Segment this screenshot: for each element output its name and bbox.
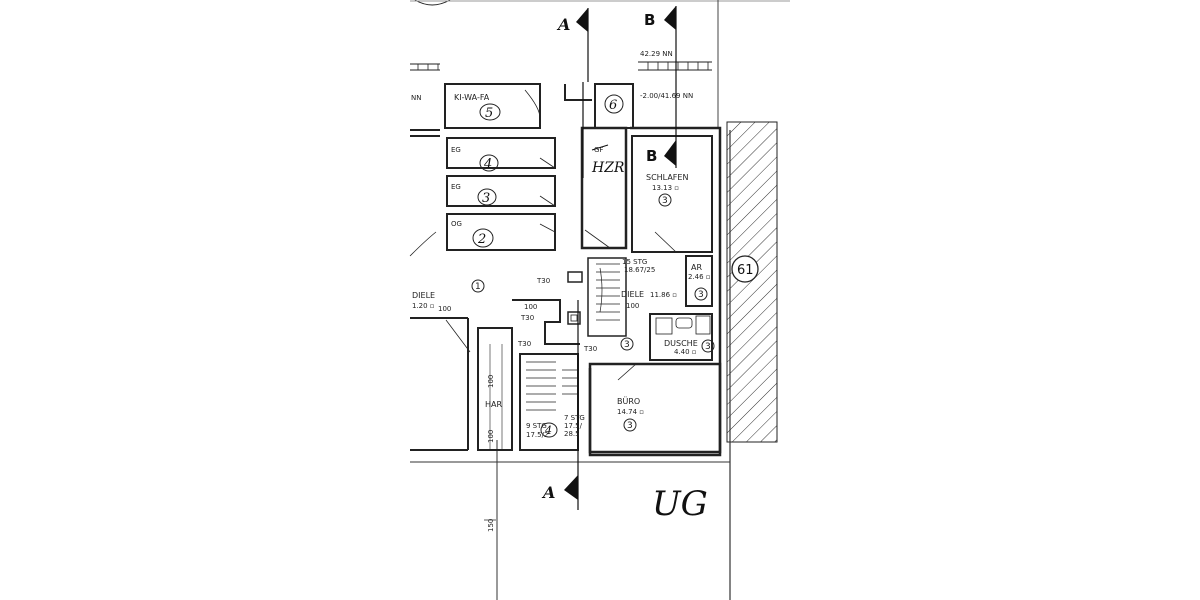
room-schlafen-name: SCHLAFEN <box>646 173 688 182</box>
circled-number-eg1: 4 <box>483 157 492 172</box>
room-buero-name: BÜRO <box>617 396 640 406</box>
circled-number-og: 2 <box>477 232 486 247</box>
room-og: OG <box>451 220 462 228</box>
stair-left-value: 17.5/2 <box>526 431 548 439</box>
room-diele-area: 11.86 ▫ <box>650 291 677 299</box>
door-t30-4: T30 <box>583 345 597 353</box>
section-line-b <box>664 6 677 168</box>
stair-value: 18.67/25 <box>624 266 655 274</box>
dim-100-c: 100 <box>438 305 451 313</box>
circled-number-buero: 3 <box>627 421 633 431</box>
circled-number-diele-left: 1 <box>475 282 481 292</box>
room-hzr-struck: GF <box>594 146 603 154</box>
site-boundary <box>410 130 731 600</box>
room-eg-2: EG <box>451 183 461 191</box>
section-line-a <box>564 8 589 510</box>
room-diele-name: DIELE <box>621 290 644 299</box>
section-label-b-top: B <box>644 11 655 29</box>
door-t30-2: T30 <box>520 314 534 322</box>
door-t30-3: T30 <box>517 340 531 348</box>
circled-number-ar: 3 <box>698 290 704 300</box>
room-har: HAR <box>485 400 502 409</box>
room-dusche-area: 4.40 ▫ <box>674 348 697 356</box>
dim-100-a: 100 <box>524 303 537 311</box>
dim-150: 150 <box>487 519 495 532</box>
room-dusche-name: DUSCHE <box>664 339 698 348</box>
door-t30-1: T30 <box>536 277 550 285</box>
level-left: NN <box>411 94 421 102</box>
floor-label: UG <box>652 484 708 524</box>
dim-100-b: 100 <box>626 302 639 310</box>
stair-right-value-2: 28.5 <box>564 430 580 438</box>
circled-number-schlafen: 3 <box>662 196 668 206</box>
section-label-a-bottom: A <box>541 483 555 502</box>
stair-left-label: 9 STG <box>526 422 547 430</box>
room-hzr: HZR <box>591 160 625 176</box>
stair-label: 15 STG <box>622 258 647 266</box>
stair-right-label: 7 STG <box>564 414 585 422</box>
room-buero-area: 14.74 ▫ <box>617 408 644 416</box>
circled-number-stair: 4 <box>544 424 552 437</box>
circled-number-dusche: 3 <box>705 342 711 352</box>
circled-number-kiwafa: 5 <box>485 106 493 121</box>
walls <box>409 61 722 457</box>
circled-number-neighbor: 61 <box>737 263 754 278</box>
room-ar-area: 2.46 ▫ <box>688 273 711 281</box>
neighbor-building-hatch <box>726 121 778 443</box>
level-top: 42.29 NN <box>640 50 673 58</box>
room-diele-left-name: DIELE <box>412 291 435 300</box>
room-ar-name: AR <box>691 263 702 272</box>
section-label-a-top: A <box>556 15 570 34</box>
room-schlafen-area: 13.13 ▫ <box>652 184 679 192</box>
level-right: -2.00/41.69 NN <box>640 92 693 100</box>
dim-100-e: 100 <box>487 430 495 443</box>
section-label-b-inner: B <box>646 147 657 165</box>
dim-100-d: 100 <box>487 375 495 388</box>
circled-numbers <box>471 94 759 438</box>
circled-number-eg2: 3 <box>482 191 490 206</box>
room-eg-1: EG <box>451 146 461 154</box>
circled-number-hall: 3 <box>624 340 630 350</box>
stair-right-value-1: 17.5/ <box>564 422 583 430</box>
strike-mark <box>591 144 609 151</box>
room-kiwafa: KI-WA-FA <box>454 93 490 102</box>
circled-number-6: 6 <box>609 98 617 113</box>
room-diele-left-area: 1.20 ▫ <box>412 302 435 310</box>
